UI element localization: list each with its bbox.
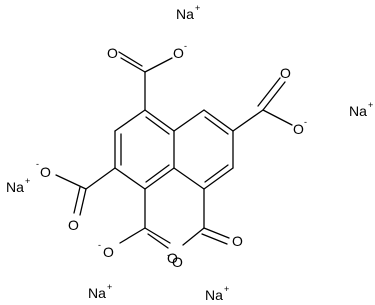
oxygen-top-anion: O — [173, 45, 184, 61]
bond-cbr-o-double-a — [203, 227, 230, 239]
bond-cbl-o-double-b — [147, 233, 169, 249]
sodium-top-charge: + — [195, 3, 200, 13]
oxygen-right-anion-charge: - — [304, 117, 307, 127]
sodium-left: Na — [6, 179, 24, 195]
bond-c8a-c8 — [173, 109, 205, 132]
bond-cbl-o-double-a — [144, 227, 171, 244]
bond-c3-c4 — [114, 167, 146, 190]
bond-cright-o-double-b — [257, 77, 281, 107]
bond-ctop-o-double-b — [118, 51, 143, 67]
oxygen-left-anion: O — [40, 164, 51, 180]
oxygen-left-carbonyl: O — [68, 217, 79, 233]
bond-ctop-o-single — [144, 57, 173, 73]
oxygen-right-anion: O — [293, 121, 304, 137]
bond-c4-c4a — [144, 167, 175, 190]
sodium-bottom-right-charge: + — [224, 284, 229, 294]
bond-cbl-o-single — [119, 227, 146, 244]
sodium-bottom-left: Na — [88, 285, 106, 301]
bond-ctop-o-double-a — [120, 57, 146, 73]
oxygen-bottom-right-carbonyl: O — [232, 233, 243, 249]
oxygen-bottom-right-anion: O — [172, 254, 183, 270]
oxygen-bottom-left-anion: O — [103, 244, 114, 260]
sodium-bottom-right: Na — [205, 287, 223, 303]
bond-cleft-o-double-b — [73, 186, 81, 214]
bond-c8a-c1 — [144, 109, 175, 132]
oxygen-bottom-left-anion-charge: - — [98, 240, 101, 250]
oxygen-bottom-left-carbonyl: O — [167, 250, 178, 266]
bond-cbr-o-double-b — [201, 233, 228, 245]
bond-c3-cleft — [85, 167, 116, 190]
bond-c8-c7 — [203, 109, 234, 132]
oxygen-top-carbonyl: O — [107, 45, 118, 61]
sodium-bottom-left-charge: + — [107, 282, 112, 292]
bond-c5-c4a — [173, 167, 205, 190]
bond-cright-o-double-a — [262, 81, 286, 111]
sodium-left-charge: + — [25, 176, 30, 186]
sodium-right: Na — [349, 103, 367, 119]
bond-c8a-c1-inner — [145, 116, 170, 135]
bond-c6-c5-inner — [204, 164, 229, 183]
oxygen-left-anion-charge: - — [36, 159, 39, 169]
bond-cright-o-single — [262, 109, 293, 126]
bond-cleft-o-double-a — [79, 188, 87, 216]
sodium-top: Na — [176, 6, 194, 22]
bond-c1-c2 — [114, 109, 146, 132]
oxygen-bottom-right-anion-charge: - — [167, 250, 170, 260]
bond-cbr-o-single — [182, 227, 205, 246]
bond-cleft-o-single — [55, 174, 87, 190]
bond-c6-c5 — [203, 167, 234, 190]
bond-c7-cright — [232, 109, 264, 132]
sodium-right-charge: + — [368, 100, 373, 110]
oxygen-right-carbonyl: O — [280, 65, 291, 81]
bond-c4-c4a-inner — [145, 164, 170, 183]
bond-c8-c7-inner — [204, 116, 229, 135]
oxygen-top-anion-charge: - — [184, 41, 187, 51]
